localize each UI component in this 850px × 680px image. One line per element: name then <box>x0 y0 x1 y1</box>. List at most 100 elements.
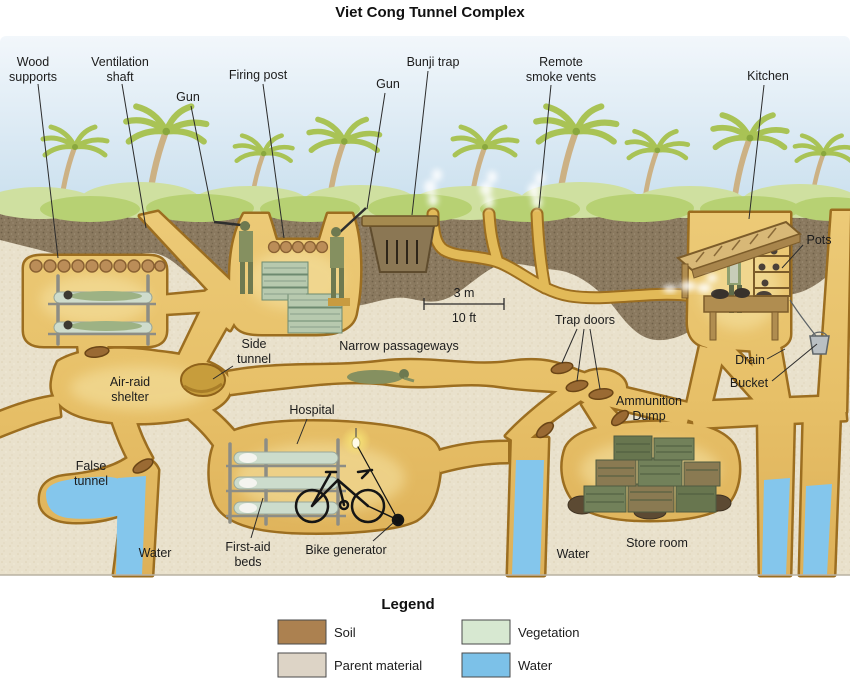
wok <box>756 291 772 296</box>
water-middle-shaft <box>512 460 544 575</box>
rifle-right <box>339 207 367 233</box>
legend-swatch-water <box>461 652 511 678</box>
label-false-tunnel: False <box>76 459 107 473</box>
legend: Legend Soil Parent material Vegetation W… <box>277 596 579 678</box>
legend-label-parent-material: Parent material <box>334 658 422 673</box>
legend-swatch-vegetation <box>461 619 511 645</box>
label-false-tunnel-2: tunnel <box>74 474 108 488</box>
label-kitchen: Kitchen <box>747 69 789 83</box>
legend-title: Legend <box>381 596 434 613</box>
cooking-pot <box>734 288 750 298</box>
label-ammunition-dump: Ammunition <box>616 394 682 408</box>
callout-gun-right <box>366 92 386 210</box>
callout-ventilation-shaft <box>121 83 147 229</box>
sleeping-soldier <box>70 321 142 331</box>
wood-supports-logs <box>29 259 166 273</box>
bunk-level-1 <box>48 290 156 306</box>
vegetation-bushes <box>0 182 850 222</box>
label-ventilation-shaft-2: shaft <box>106 70 134 84</box>
callout-wood-supports <box>37 83 59 259</box>
kitchen-roof <box>676 220 802 299</box>
cooking-pot <box>711 289 729 299</box>
legend-label-soil: Soil <box>334 625 356 640</box>
label-trap-doors: Trap doors <box>555 313 615 327</box>
steam <box>663 274 717 293</box>
kitchen <box>663 220 802 341</box>
label-hospital: Hospital <box>289 403 334 417</box>
water-right-shaft-a <box>762 478 790 575</box>
label-bunji-trap: Bunji trap <box>407 55 460 69</box>
callout-trap-door-2 <box>576 328 585 382</box>
roof-post <box>681 263 689 299</box>
label-narrow-passageways: Narrow passageways <box>339 339 459 353</box>
label-bucket: Bucket <box>730 376 769 390</box>
callout-drain <box>766 348 786 360</box>
hospital <box>226 426 405 527</box>
label-first-aid-beds: First-aid <box>225 540 270 554</box>
water-bodies <box>46 460 832 575</box>
label-wood-supports: Wood <box>17 55 49 69</box>
label-remote-smoke-vents-2: smoke vents <box>526 70 596 84</box>
bucket <box>789 299 830 355</box>
label-firing-post: Firing post <box>229 68 288 82</box>
callout-trap-door-3 <box>589 328 601 390</box>
firing-post-logs <box>267 240 329 254</box>
punji-spikes <box>386 240 418 264</box>
callout-lines <box>37 70 818 542</box>
label-gun-left: Gun <box>176 90 200 104</box>
soldier-left <box>213 220 350 306</box>
callout-smoke-vents <box>538 84 552 209</box>
ammunition-dump-crates <box>567 435 732 520</box>
label-gun-right: Gun <box>376 77 400 91</box>
soldier-right <box>330 207 367 298</box>
smoke-puffs <box>424 169 545 208</box>
legend-swatch-soil <box>277 619 327 645</box>
legend-label-vegetation: Vegetation <box>518 625 579 640</box>
label-remote-smoke-vents: Remote <box>539 55 583 69</box>
label-water-middle: Water <box>557 547 590 561</box>
side-tunnel-hole <box>180 363 226 397</box>
water-right-shaft-b <box>803 484 832 575</box>
label-pots: Pots <box>806 233 831 247</box>
label-first-aid-beds-2: beds <box>234 555 261 569</box>
firing-post <box>213 207 367 334</box>
label-side-tunnel: Side <box>241 337 266 351</box>
scale-imperial: 10 ft <box>452 311 477 325</box>
label-air-raid-shelter: Air-raid <box>110 375 150 389</box>
crawling-soldier <box>347 369 415 384</box>
label-store-room: Store room <box>626 536 688 550</box>
light-bulb <box>351 437 361 449</box>
callout-hospital <box>296 418 308 445</box>
bunji-trap <box>361 215 439 273</box>
bike-generator <box>294 446 405 527</box>
scale-bar <box>423 298 505 310</box>
callout-trap-door-1 <box>561 328 578 364</box>
callout-firing-post <box>262 83 285 239</box>
page-title: Viet Cong Tunnel Complex <box>335 4 525 21</box>
remote-smoke-vent-channels <box>426 207 702 305</box>
label-bike-generator: Bike generator <box>305 543 386 557</box>
label-side-tunnel-2: tunnel <box>237 352 271 366</box>
callout-bunji-trap <box>411 70 429 216</box>
bunk-beds <box>48 274 156 346</box>
diagram-labels: Wood supports Ventilation shaft Gun Firi… <box>9 55 831 569</box>
label-drain: Drain <box>735 353 765 367</box>
legend-label-water: Water <box>518 658 553 673</box>
callout-bike-generator <box>372 522 394 542</box>
label-wood-supports-2: supports <box>9 70 57 84</box>
callout-first-aid-beds <box>250 497 264 539</box>
soil-layer <box>0 211 850 341</box>
legend-swatch-parent-material <box>277 652 327 678</box>
callout-pots <box>781 244 804 269</box>
water-false-tunnel-pool <box>46 476 126 519</box>
bunk-level-2 <box>48 320 156 336</box>
sky <box>0 36 850 212</box>
label-ventilation-shaft: Ventilation <box>91 55 149 69</box>
callout-side-tunnel <box>212 365 234 380</box>
callout-kitchen <box>748 84 765 220</box>
label-water-left: Water <box>139 546 172 560</box>
callout-gun-left <box>190 105 215 222</box>
label-ammunition-dump-2: Dump <box>632 409 665 423</box>
